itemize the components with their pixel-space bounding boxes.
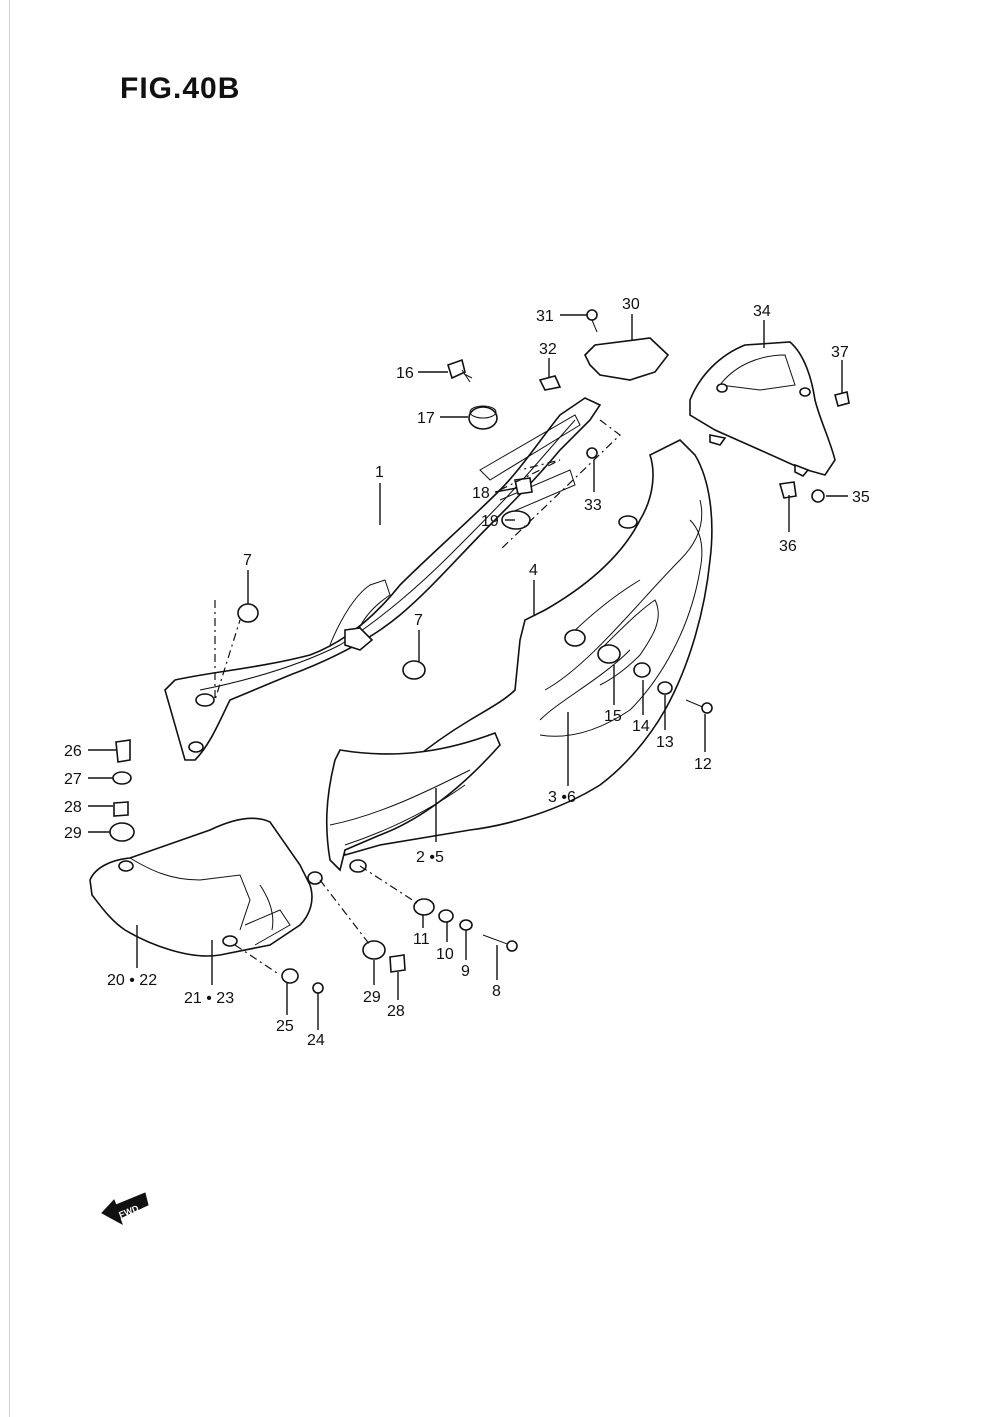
callout-10: 10 [436,946,454,963]
left-margin-rule [9,0,10,1417]
callout-25: 25 [276,1018,294,1035]
callout-35: 35 [852,489,870,506]
callout-3-6: 3 •6 [548,789,576,806]
callout-15: 15 [604,708,622,725]
small-hardware [109,309,850,994]
callout-19: 19 [481,513,499,530]
callout-33: 33 [584,497,602,514]
callout-7b: 7 [414,612,423,629]
callout-28a: 28 [64,799,82,816]
callout-13: 13 [656,734,674,751]
frame-rail-part [164,397,602,761]
callout-leader-lines [88,314,848,1030]
fwd-arrow-icon: FWD [101,1192,149,1226]
callout-17: 17 [417,410,435,427]
assembly-centerlines [214,419,621,976]
callout-2-5: 2 •5 [416,849,444,866]
callout-29a: 29 [64,825,82,842]
callout-32: 32 [539,341,557,358]
callout-14: 14 [632,718,650,735]
callout-30: 30 [622,296,640,313]
callout-11: 11 [413,931,430,948]
callout-27: 27 [64,771,82,788]
tail-piece-part [689,341,836,477]
callout-16: 16 [396,365,414,382]
callout-31: 31 [536,308,554,325]
callout-9: 9 [461,963,470,980]
callout-34: 34 [753,303,771,320]
callout-36: 36 [779,538,797,555]
callout-4: 4 [529,562,538,579]
callout-28b: 28 [387,1003,405,1020]
callout-1: 1 [375,464,384,481]
callout-26: 26 [64,743,82,760]
callout-18: 18 [472,485,490,502]
callout-8: 8 [492,983,501,1000]
front-lower-cover-part [89,817,323,957]
figure-title: FIG.40B [120,72,241,105]
callout-labels: 1 7 7 16 17 18 19 31 32 30 33 34 37 35 3… [64,296,870,1049]
callout-24: 24 [307,1032,325,1049]
callout-20-22: 20 • 22 [107,972,157,989]
cap-cover-part [584,337,670,381]
callout-29b: 29 [363,989,381,1006]
frame-crossbar [479,414,581,516]
callout-12: 12 [694,756,712,773]
callout-21-23: 21 • 23 [184,990,234,1007]
callout-7a: 7 [243,552,252,569]
callout-37: 37 [831,344,849,361]
